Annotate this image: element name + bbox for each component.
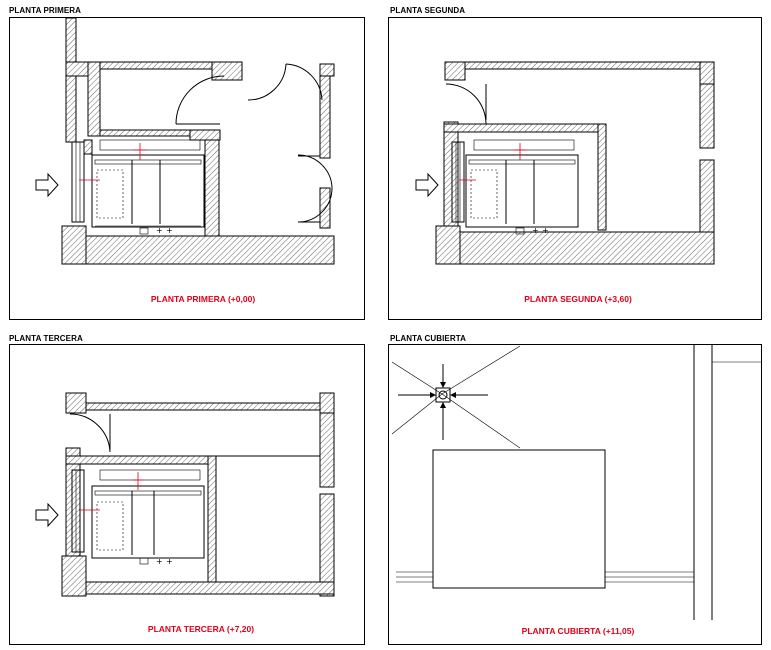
panel-frame-cubierta <box>388 344 762 645</box>
svg-text:+: + <box>156 557 163 566</box>
panel-title-tercera: PLANTA TERCERA <box>9 334 83 343</box>
panel-frame-primera <box>9 17 365 320</box>
panel-frame-tercera <box>9 344 365 645</box>
caption-primera: PLANTA PRIMERA (+0,00) <box>150 294 256 304</box>
plan-primera: + + <box>61 17 335 265</box>
panel-title-segunda: PLANTA SEGUNDA <box>390 6 466 15</box>
panel-frame-segunda <box>388 17 762 320</box>
caption-segunda: PLANTA SEGUNDA (+3,60) <box>524 294 632 304</box>
svg-text:+: + <box>542 226 549 235</box>
panel-title-primera: PLANTA PRIMERA <box>9 6 82 15</box>
entry-arrow-icon <box>415 172 439 198</box>
svg-text:+: + <box>166 226 173 235</box>
caption-tercera: PLANTA TERCERA (+7,20) <box>147 624 255 634</box>
entry-arrow-icon <box>35 172 59 198</box>
plan-cubierta <box>391 344 762 620</box>
caption-cubierta: PLANTA CUBIERTA (+11,05) <box>521 626 635 636</box>
plan-segunda: + + <box>435 61 715 265</box>
svg-text:+: + <box>166 557 173 566</box>
svg-text:+: + <box>532 226 539 235</box>
svg-text:+: + <box>156 226 163 235</box>
entry-arrow-icon <box>35 502 59 528</box>
panel-title-cubierta: PLANTA CUBIERTA <box>390 334 467 343</box>
plan-tercera: + + <box>61 392 335 597</box>
